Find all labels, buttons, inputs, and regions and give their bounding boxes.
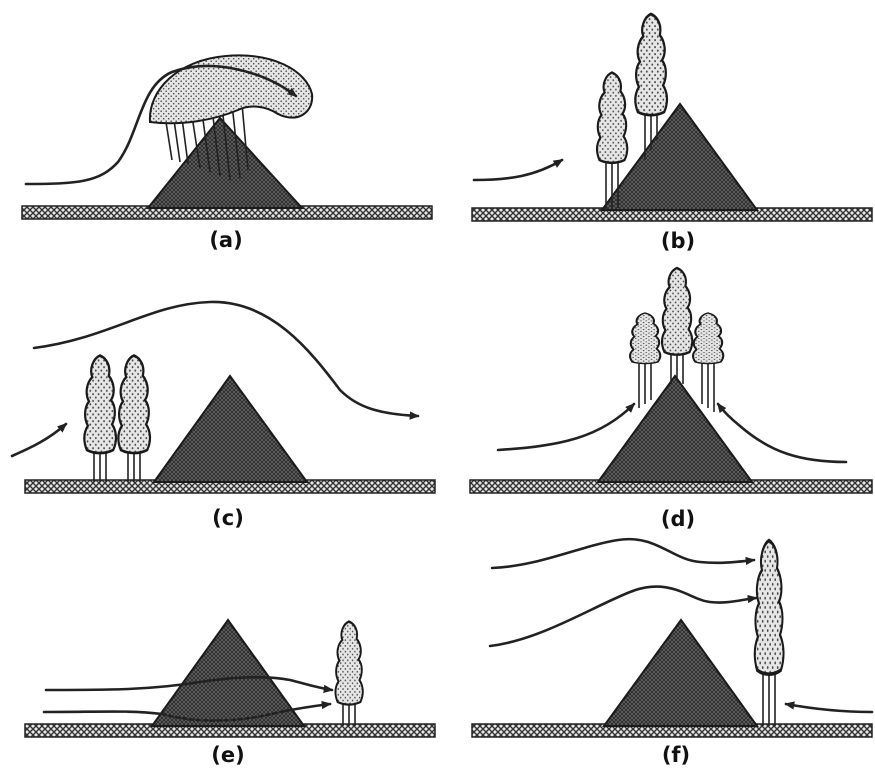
panel-label-f: (f) bbox=[662, 743, 690, 767]
cumulus-tower bbox=[630, 313, 660, 408]
airflow-arrow bbox=[492, 539, 754, 568]
mountain bbox=[152, 620, 304, 726]
cumulus-tower bbox=[84, 356, 116, 483]
mountain bbox=[598, 376, 752, 482]
panel-c: (c) bbox=[12, 302, 435, 530]
airflow-arrow bbox=[786, 704, 872, 712]
cumulus-tower bbox=[662, 268, 692, 384]
panel-label-b: (b) bbox=[661, 229, 695, 253]
cumulus-tower bbox=[118, 356, 150, 483]
panel-label-a: (a) bbox=[209, 228, 242, 252]
airflow-arrow bbox=[474, 160, 562, 180]
panel-b: (b) bbox=[472, 14, 872, 253]
cumulus-tower bbox=[335, 622, 362, 727]
cumulus-tower bbox=[693, 313, 723, 412]
panel-label-e: (e) bbox=[211, 743, 244, 767]
airflow-arrow bbox=[12, 424, 66, 456]
airflow-arrow bbox=[718, 404, 846, 462]
panel-a: (a) bbox=[22, 55, 432, 252]
mountain bbox=[154, 376, 307, 482]
airflow-arrow bbox=[498, 404, 634, 450]
airflow-arrow bbox=[44, 712, 162, 715]
panel-f: (f) bbox=[472, 539, 872, 767]
cumulus-tower bbox=[755, 541, 784, 727]
mountain bbox=[604, 620, 757, 726]
panel-label-c: (c) bbox=[212, 506, 244, 530]
panel-e: (e) bbox=[25, 620, 435, 767]
airflow-arrow bbox=[490, 587, 756, 646]
panel-label-d: (d) bbox=[661, 507, 695, 531]
panel-d: (d) bbox=[470, 268, 872, 531]
